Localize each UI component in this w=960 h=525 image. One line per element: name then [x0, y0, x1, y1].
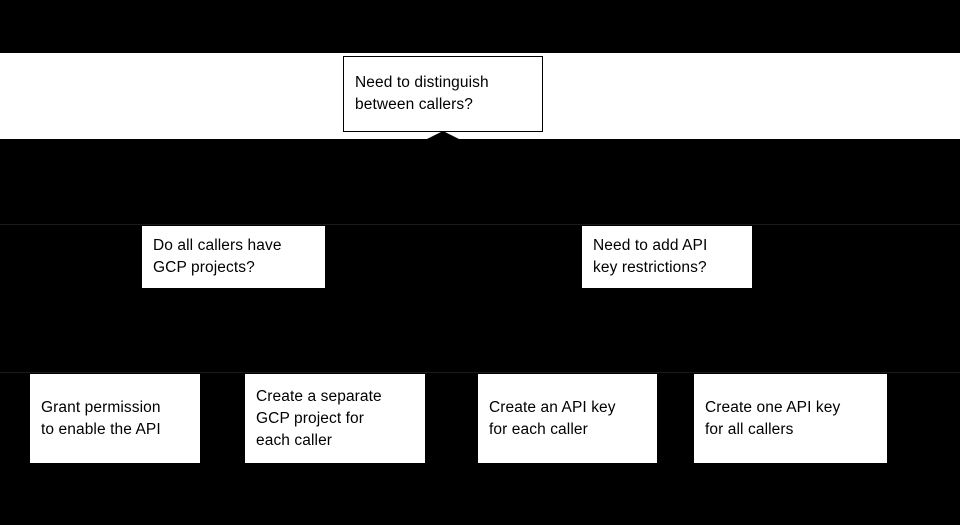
- decision-row-divider: [0, 224, 960, 225]
- outcome-node-api-key-all-callers-label: Create one API key for all callers: [705, 398, 841, 438]
- decision-node-distinguish-callers[interactable]: Need to distinguish between callers?: [343, 56, 543, 132]
- decision-node-all-callers-have-gcp-projects[interactable]: Do all callers have GCP projects?: [142, 226, 325, 288]
- outcome-node-grant-permission-label: Grant permission to enable the API: [41, 398, 161, 438]
- outcome-node-separate-gcp-project[interactable]: Create a separate GCP project for each c…: [245, 374, 425, 463]
- leaf-row-divider: [0, 372, 960, 373]
- outcome-node-api-key-each-caller-label: Create an API key for each caller: [489, 398, 616, 438]
- outcome-node-grant-permission[interactable]: Grant permission to enable the API: [30, 374, 200, 463]
- decision-node-distinguish-callers-label: Need to distinguish between callers?: [355, 74, 489, 113]
- connector-root-down-arrow: [425, 131, 461, 141]
- outcome-node-api-key-all-callers[interactable]: Create one API key for all callers: [694, 374, 887, 463]
- decision-node-need-api-key-restrictions-label: Need to add API key restrictions?: [593, 237, 708, 276]
- decision-node-need-api-key-restrictions[interactable]: Need to add API key restrictions?: [582, 226, 752, 288]
- decision-node-all-callers-have-gcp-projects-label: Do all callers have GCP projects?: [153, 237, 282, 276]
- outcome-node-api-key-each-caller[interactable]: Create an API key for each caller: [478, 374, 657, 463]
- outcome-node-separate-gcp-project-label: Create a separate GCP project for each c…: [256, 387, 382, 449]
